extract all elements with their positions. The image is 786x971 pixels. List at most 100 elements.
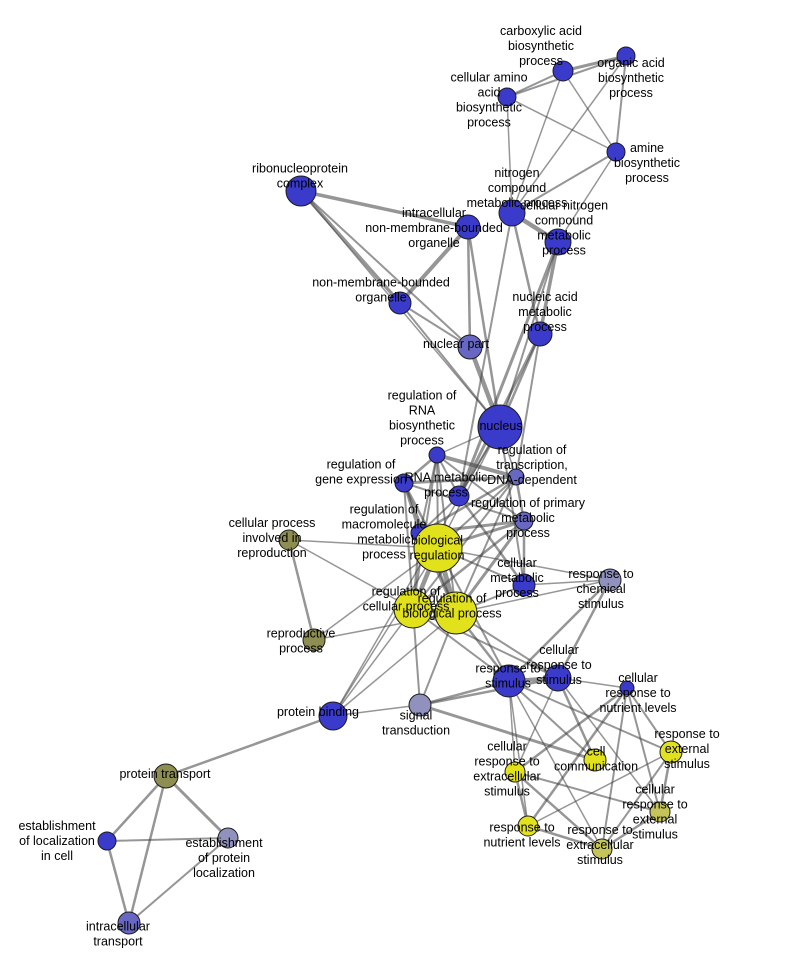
graph-node[interactable] [514, 511, 534, 531]
graph-node[interactable] [598, 568, 622, 592]
graph-edge[interactable] [499, 426, 525, 586]
graph-node[interactable] [544, 664, 572, 692]
graph-node[interactable] [448, 485, 470, 507]
graph-edge[interactable] [332, 608, 414, 717]
graph-edge[interactable] [437, 547, 611, 581]
graph-edge[interactable] [402, 475, 518, 485]
graph-edge[interactable] [455, 579, 611, 614]
graph-edge[interactable] [399, 302, 501, 428]
graph-node[interactable] [492, 664, 526, 698]
graph-edge[interactable] [288, 539, 414, 610]
graph-node[interactable] [507, 468, 525, 486]
graph-node[interactable] [583, 748, 607, 772]
graph-node[interactable] [408, 693, 432, 717]
graph-node[interactable] [512, 573, 536, 597]
graph-edge[interactable] [418, 676, 560, 707]
graph-node[interactable] [457, 334, 483, 360]
graph-edge[interactable] [299, 189, 470, 229]
graph-edge[interactable] [523, 579, 611, 586]
graph-node[interactable] [544, 228, 572, 256]
graph-edge[interactable] [515, 333, 541, 478]
graph-edge[interactable] [458, 212, 513, 497]
graph-node[interactable] [504, 761, 526, 783]
graph-node[interactable] [285, 175, 317, 207]
graph-node[interactable] [217, 827, 239, 849]
graph-edge[interactable] [526, 824, 604, 851]
graph-edge[interactable] [626, 687, 672, 753]
graph-edge[interactable] [538, 240, 560, 336]
graph-edge[interactable] [513, 770, 604, 851]
graph-node[interactable] [527, 321, 553, 347]
graph-node[interactable] [393, 589, 433, 629]
graph-edge[interactable] [398, 225, 470, 305]
graph-edge[interactable] [601, 751, 672, 850]
graph-edge[interactable] [511, 151, 617, 214]
graph-edge[interactable] [466, 225, 472, 349]
graph-edge[interactable] [526, 686, 629, 828]
graph-edge[interactable] [514, 771, 661, 813]
graph-node[interactable] [616, 46, 636, 66]
graph-edge[interactable] [626, 687, 661, 813]
graph-edge[interactable] [508, 680, 603, 850]
graph-node[interactable] [97, 831, 117, 851]
graph-edge[interactable] [332, 547, 439, 717]
graph-edge[interactable] [557, 151, 617, 243]
graph-edge[interactable] [507, 578, 612, 683]
graph-edge[interactable] [513, 686, 629, 774]
graph-edge[interactable] [288, 539, 439, 549]
graph-node[interactable] [606, 142, 626, 162]
graph-edge[interactable] [556, 676, 597, 762]
graph-node[interactable] [517, 815, 539, 837]
graph-edge[interactable] [600, 810, 662, 851]
graph-edge[interactable] [418, 703, 597, 762]
graph-node[interactable] [388, 291, 412, 315]
graph-edge[interactable] [127, 774, 168, 925]
graph-node[interactable] [318, 701, 348, 731]
graph-node[interactable] [434, 591, 478, 635]
graph-edge[interactable] [106, 837, 229, 842]
graph-edge[interactable] [411, 519, 526, 611]
graph-edge[interactable] [105, 774, 168, 843]
graph-edge[interactable] [412, 476, 517, 610]
graph-node[interactable] [278, 529, 300, 551]
graph-edge[interactable] [412, 608, 510, 682]
graph-edge[interactable] [332, 426, 501, 717]
graph-edge[interactable] [561, 54, 628, 73]
graph-node[interactable] [428, 446, 446, 464]
graph-node[interactable] [649, 801, 671, 823]
graph-edge[interactable] [455, 476, 517, 614]
graph-edge[interactable] [164, 714, 335, 778]
graph-edge[interactable] [601, 687, 628, 850]
graph-edge[interactable] [615, 55, 627, 153]
graph-edge[interactable] [164, 774, 230, 840]
graph-node[interactable] [591, 838, 613, 860]
graph-edge[interactable] [457, 240, 560, 498]
graph-edge[interactable] [300, 190, 471, 348]
graph-edge[interactable] [508, 680, 529, 827]
graph-node[interactable] [552, 60, 574, 82]
graph-node[interactable] [153, 763, 179, 789]
graph-edge[interactable] [332, 612, 457, 717]
graph-node[interactable] [455, 214, 481, 240]
graph-edge[interactable] [556, 578, 612, 680]
graph-node[interactable] [497, 87, 517, 107]
graph-edge[interactable] [514, 677, 559, 773]
graph-edge[interactable] [506, 96, 513, 214]
graph-node[interactable] [117, 911, 141, 935]
graph-node[interactable] [619, 680, 635, 696]
graph-edge[interactable] [332, 704, 421, 717]
graph-edge[interactable] [511, 70, 564, 214]
graph-node[interactable] [394, 473, 414, 493]
graph-edge[interactable] [511, 55, 627, 214]
graph-edge[interactable] [105, 839, 131, 925]
graph-edge[interactable] [436, 454, 525, 522]
graph-node[interactable] [659, 740, 683, 764]
graph-node[interactable] [413, 523, 463, 573]
graph-edge[interactable] [313, 547, 439, 641]
graph-edge[interactable] [506, 96, 617, 153]
graph-node[interactable] [302, 628, 326, 652]
graph-edge[interactable] [287, 538, 316, 642]
graph-node[interactable] [477, 404, 523, 450]
graph-edge[interactable] [562, 70, 617, 153]
graph-edge[interactable] [399, 302, 471, 348]
